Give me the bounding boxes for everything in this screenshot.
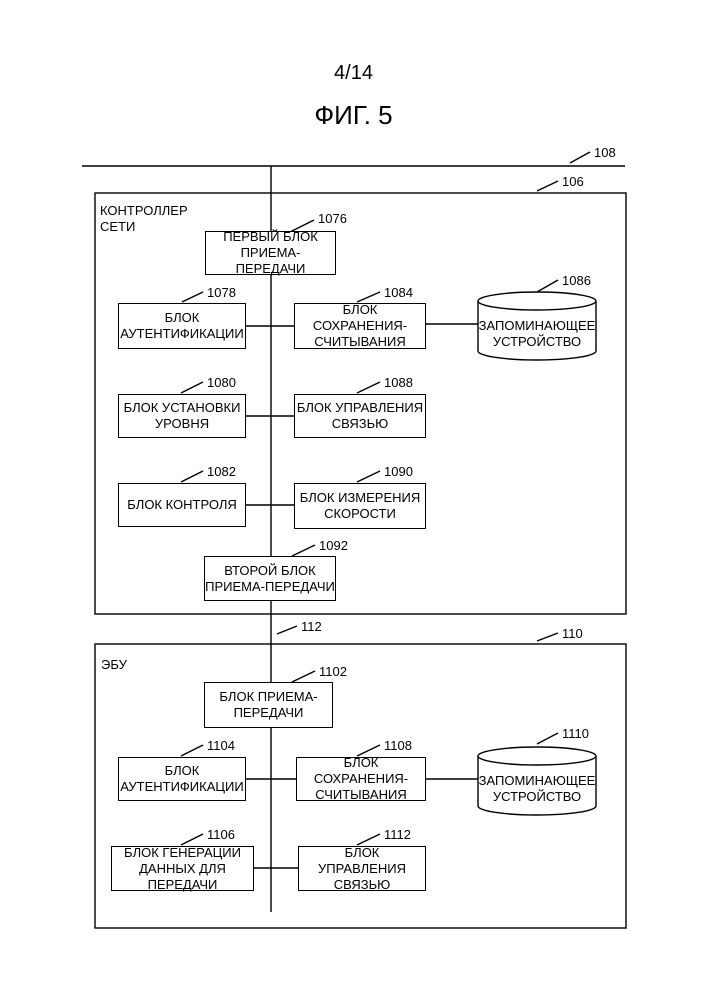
controller-readwrite-block: БЛОК СОХРАНЕНИЯ- СЧИТЫВАНИЯ [294,303,426,349]
controller-label: КОНТРОЛЛЕР СЕТИ [100,203,188,235]
ref-1102: 1102 [319,664,347,679]
data-generation-block: БЛОК ГЕНЕРАЦИИ ДАННЫХ ДЛЯ ПЕРЕДАЧИ [111,846,254,891]
ecu-transceiver-block: БЛОК ПРИЕМА- ПЕРЕДАЧИ [204,682,333,728]
controller-storage-label: ЗАПОМИНАЮЩЕЕ УСТРОЙСТВО [478,318,596,350]
ecu-auth-block: БЛОК АУТЕНТИФИКАЦИИ [118,757,246,801]
monitoring-block: БЛОК КОНТРОЛЯ [118,483,246,527]
ref-1086: 1086 [562,273,591,288]
controller-comm-control-block: БЛОК УПРАВЛЕНИЯ СВЯЗЬЮ [294,394,426,438]
ref-1088: 1088 [384,375,413,390]
ref-1112: 1112 [384,827,411,842]
ref-110: 110 [562,626,583,641]
ref-1078: 1078 [207,285,236,300]
ref-112: 112 [301,619,322,634]
ref-108: 108 [594,145,616,160]
ref-1080: 1080 [207,375,236,390]
ref-1092: 1092 [319,538,348,553]
storage-cylinder-1-top [478,292,596,310]
controller-auth-block: БЛОК АУТЕНТИФИКАЦИИ [118,303,246,349]
ecu-readwrite-block: БЛОК СОХРАНЕНИЯ- СЧИТЫВАНИЯ [296,757,426,801]
first-transceiver-block: ПЕРВЫЙ БЛОК ПРИЕМА-ПЕРЕДАЧИ [205,231,336,275]
ref-1090: 1090 [384,464,413,479]
ref-1104: 1104 [207,738,235,753]
speed-measurement-block: БЛОК ИЗМЕРЕНИЯ СКОРОСТИ [294,483,426,529]
ref-1084: 1084 [384,285,413,300]
ref-1076: 1076 [318,211,347,226]
ecu-comm-control-block: БЛОК УПРАВЛЕНИЯ СВЯЗЬЮ [298,846,426,891]
ecu-storage-label: ЗАПОМИНАЮЩЕЕ УСТРОЙСТВО [478,773,596,805]
second-transceiver-block: ВТОРОЙ БЛОК ПРИЕМА-ПЕРЕДАЧИ [204,556,336,601]
ref-1082: 1082 [207,464,236,479]
storage-cylinder-2-top [478,747,596,765]
ref-1108: 1108 [384,738,412,753]
ref-106: 106 [562,174,584,189]
level-setting-block: БЛОК УСТАНОВКИ УРОВНЯ [118,394,246,438]
ref-1106: 1106 [207,827,235,842]
ecu-label: ЭБУ [101,657,127,673]
ref-1110: 1110 [562,726,589,741]
